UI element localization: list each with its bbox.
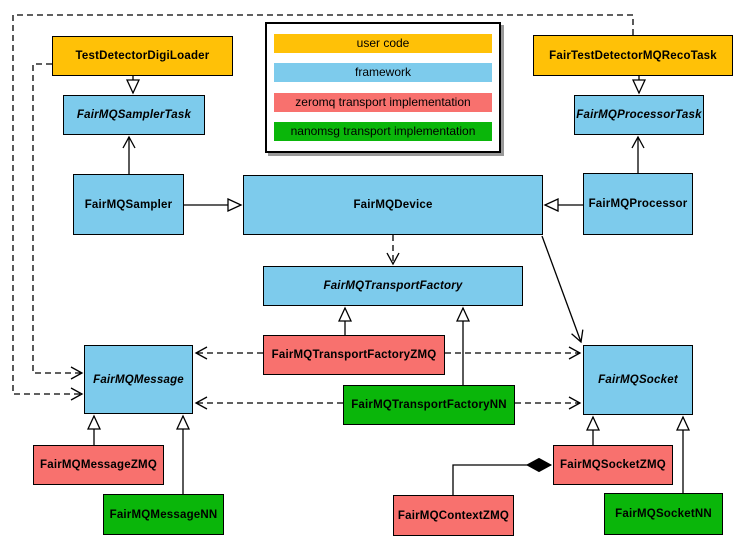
node-testdetectordigiloader: TestDetectorDigiLoader [52, 36, 233, 76]
node-fairmqmessage: FairMQMessage [84, 345, 193, 414]
node-fairmqprocessor: FairMQProcessor [583, 173, 693, 235]
node-fairmqsocketzmq: FairMQSocketZMQ [553, 445, 673, 485]
legend-item-framework: framework [274, 63, 492, 83]
legend: user code framework zeromq transport imp… [265, 22, 501, 153]
node-fairmqmessagezmq: FairMQMessageZMQ [33, 445, 164, 485]
node-fairmqcontextzmq: FairMQContextZMQ [393, 495, 514, 536]
node-fairmqdevice: FairMQDevice [243, 175, 543, 235]
node-fairmqsampler: FairMQSampler [73, 174, 184, 235]
edge-recotask-message-dependency [12, 14, 634, 401]
legend-item-zeromq: zeromq transport implementation [274, 92, 492, 112]
edge-digiloader-message-dependency [32, 63, 84, 380]
node-fairmqsocket: FairMQSocket [583, 345, 693, 415]
node-fairmqsocketnn: FairMQSocketNN [604, 493, 723, 535]
node-fairtestdetectormqrecotask: FairTestDetectorMQRecoTask [533, 35, 733, 76]
edge-device-socket-association [541, 235, 584, 344]
node-fairmqmessagenn: FairMQMessageNN [103, 494, 224, 535]
node-fairmqtransportfactory: FairMQTransportFactory [263, 266, 523, 306]
edge-contextzmq-socketzmq-composition [452, 465, 551, 495]
node-fairmqsamplertask: FairMQSamplerTask [63, 95, 205, 135]
node-fairmqtransportfactorynn: FairMQTransportFactoryNN [343, 385, 515, 425]
legend-item-user-code: user code [274, 34, 492, 53]
legend-item-nanomsg: nanomsg transport implementation [274, 121, 492, 141]
node-fairmqtransportfactoryzmq: FairMQTransportFactoryZMQ [263, 335, 445, 375]
node-fairmqprocessortask: FairMQProcessorTask [574, 95, 704, 135]
